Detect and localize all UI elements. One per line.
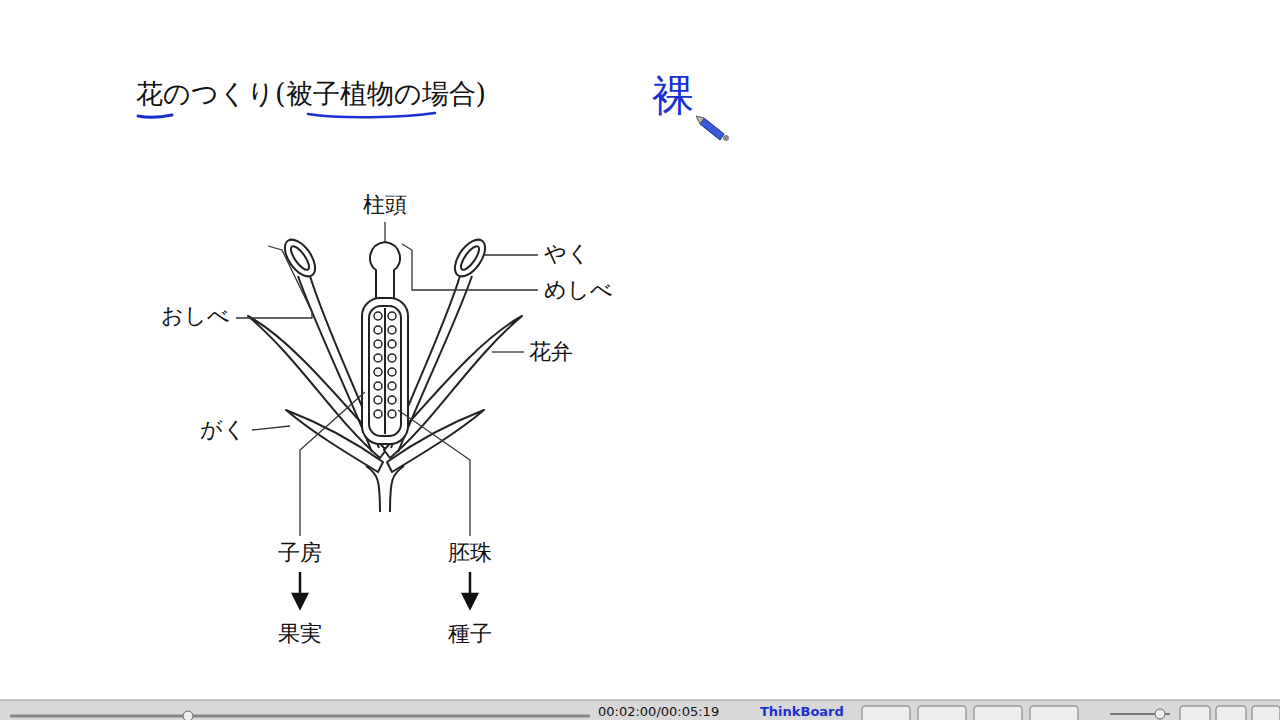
ovary-divider xyxy=(384,308,386,434)
handwritten-note: 裸 xyxy=(650,72,696,120)
stem xyxy=(366,466,404,512)
leader-line xyxy=(398,410,470,536)
part-label: 果実 xyxy=(276,621,324,646)
player-bar xyxy=(0,700,1280,720)
part-label: めしべ xyxy=(542,277,615,302)
seek-bar xyxy=(10,715,590,718)
time-display: 00:02:00/00:05:19 xyxy=(598,705,719,720)
pistil xyxy=(370,242,400,302)
underline xyxy=(308,113,435,117)
part-label: 柱頭 xyxy=(361,192,409,217)
player-buttons xyxy=(862,706,1280,720)
underline xyxy=(138,115,172,117)
part-label: 胚珠 xyxy=(446,540,494,565)
leader-line xyxy=(300,392,365,536)
leader-line xyxy=(484,254,538,255)
ovary xyxy=(362,298,408,444)
filament xyxy=(298,276,372,452)
app-name: ThinkBoard xyxy=(760,705,844,720)
pen-icon xyxy=(696,116,729,141)
part-label: がく xyxy=(198,417,248,442)
filament xyxy=(398,276,472,452)
arrow xyxy=(299,572,302,596)
part-label: 種子 xyxy=(446,621,494,646)
anther xyxy=(458,244,482,273)
seek-knob xyxy=(183,711,193,720)
anther xyxy=(288,244,312,273)
leader-line xyxy=(384,222,385,241)
part-label: 子房 xyxy=(276,540,324,565)
arrow-head xyxy=(293,594,307,608)
leader-line xyxy=(492,351,524,352)
part-label: やく xyxy=(542,241,592,266)
ovary-inner xyxy=(369,306,401,436)
leader-line xyxy=(236,246,312,318)
title: 花のつくり(被子植物の場合) xyxy=(136,78,486,109)
anther xyxy=(449,234,491,281)
leader-line xyxy=(252,426,290,430)
leader-line xyxy=(402,244,538,290)
ovules xyxy=(374,312,396,418)
arrow-head xyxy=(463,594,477,608)
part-label: おしべ xyxy=(159,303,232,328)
arrow xyxy=(469,572,472,596)
part-label: 花弁 xyxy=(527,339,575,364)
